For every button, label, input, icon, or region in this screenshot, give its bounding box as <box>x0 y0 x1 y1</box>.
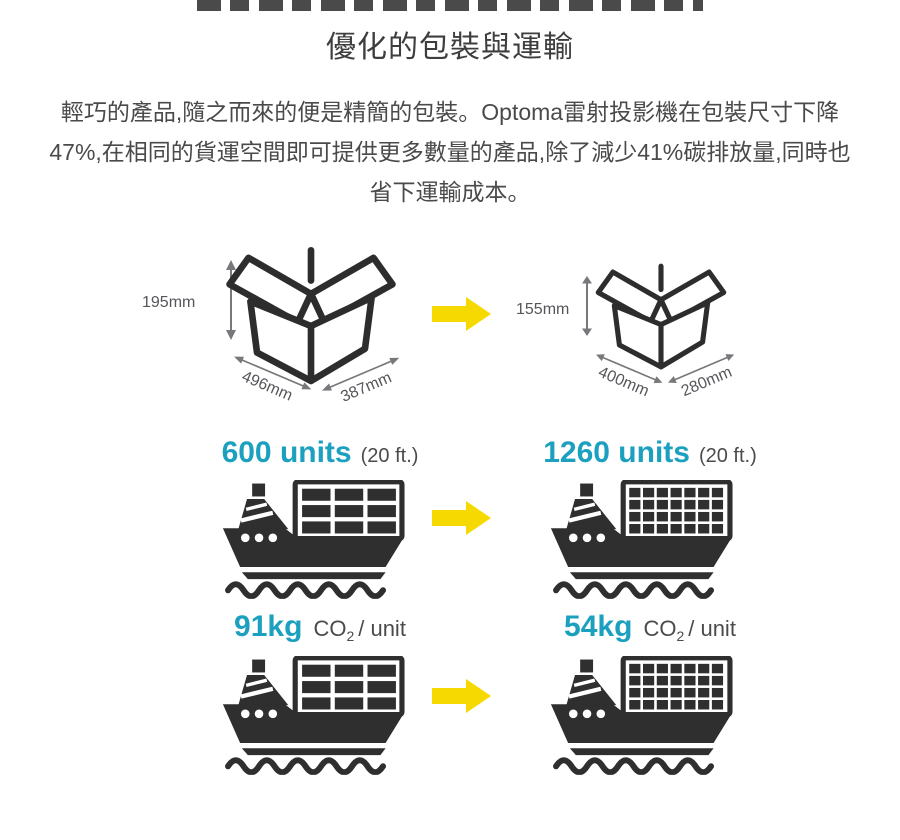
co2-gas-subscript: 2 <box>676 628 685 644</box>
page-title: 優化的包裝與運輸 <box>326 31 574 64</box>
co2-gas-label: CO <box>643 616 677 641</box>
cargo-ship-dense-icon <box>544 480 742 599</box>
co2-after-stat: 54kg CO 2 / unit <box>480 610 820 644</box>
yellow-arrow-icon <box>432 500 492 536</box>
clipped-content-above <box>197 0 703 11</box>
units-after-value: 1260 units <box>543 436 690 469</box>
co2-per-unit-label: / unit <box>358 616 406 641</box>
cargo-ship-dense-icon <box>544 656 742 775</box>
box-height-label: 155mm <box>516 301 570 318</box>
co2-before-stat: 91kg CO 2 / unit <box>150 610 490 644</box>
cargo-ship-sparse-icon <box>216 656 414 775</box>
units-before-container: (20 ft.) <box>360 445 419 467</box>
yellow-arrow-icon <box>432 678 492 714</box>
co2-gas-label: CO <box>313 616 347 641</box>
box-height-label: 195mm <box>142 294 196 311</box>
co2-after-value: 54kg <box>564 610 633 643</box>
co2-gas-subscript: 2 <box>346 628 355 644</box>
cargo-ship-sparse-icon <box>216 480 414 599</box>
intro-paragraph: 輕巧的產品,隨之而來的便是精簡的包裝。Optoma雷射投影機在包裝尺寸下降47%… <box>49 99 851 205</box>
yellow-arrow-icon <box>432 296 492 332</box>
units-after-stat: 1260 units (20 ft.) <box>480 436 820 470</box>
units-before-value: 600 units <box>221 436 352 469</box>
units-before-stat: 600 units (20 ft.) <box>150 436 490 470</box>
units-after-container: (20 ft.) <box>698 445 757 467</box>
co2-before-value: 91kg <box>234 610 303 643</box>
co2-per-unit-label: / unit <box>688 616 736 641</box>
